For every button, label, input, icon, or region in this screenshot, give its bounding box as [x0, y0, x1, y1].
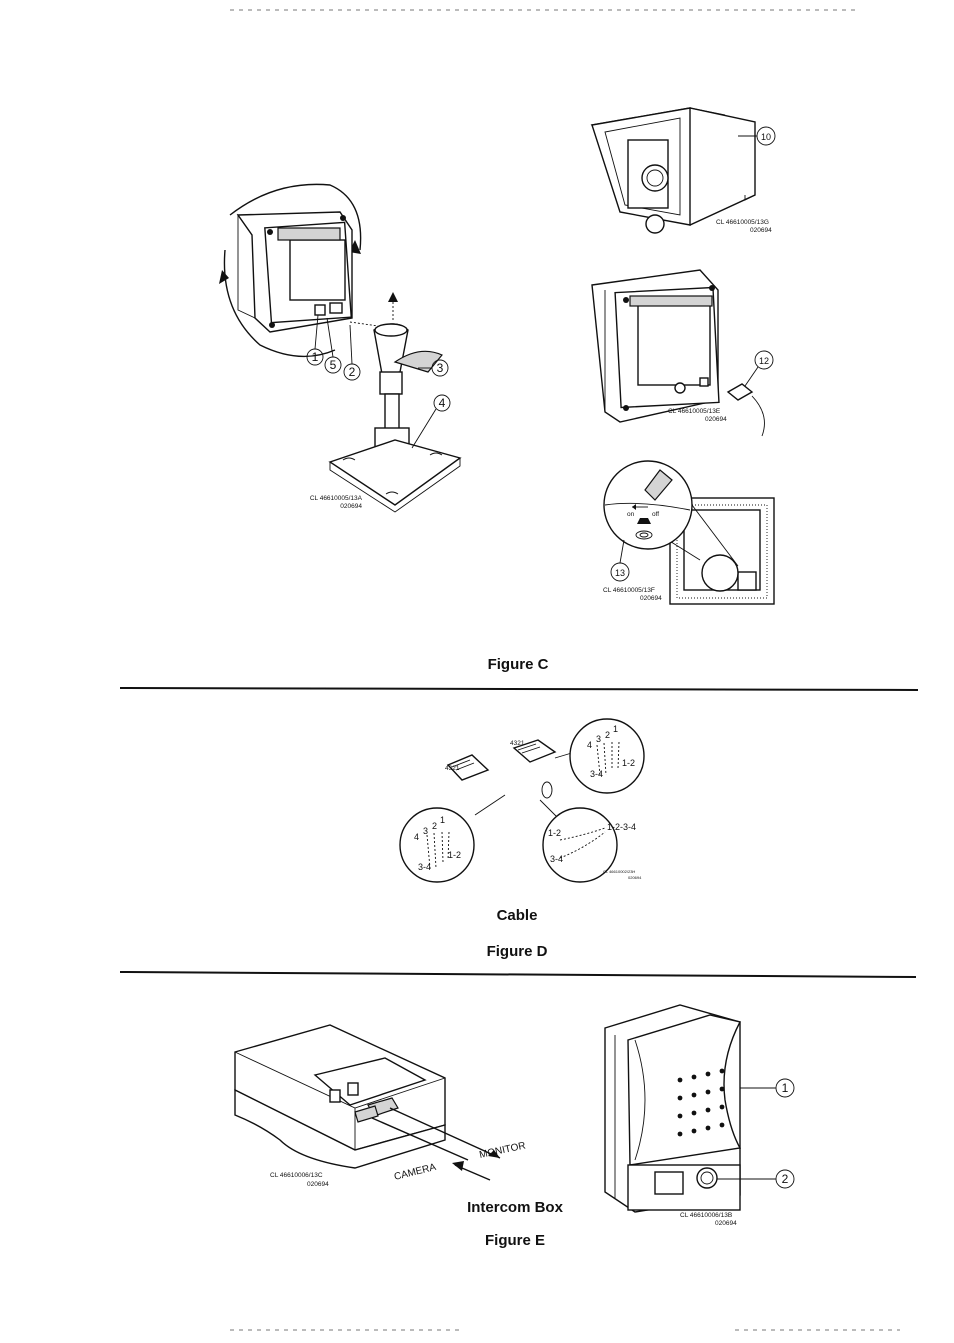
- plug-label-left: 4321: [445, 765, 460, 772]
- pin-3-right: 3: [596, 734, 601, 744]
- intercom-ref-code: CL 46610006/13B: [680, 1212, 732, 1219]
- callout-2: 2: [349, 365, 356, 379]
- section-divider-top: [119, 687, 919, 691]
- switch-ref-code: CL 46610005/13F: [603, 587, 655, 594]
- switch-detail-illustration: [603, 460, 775, 605]
- pin-4-left: 4: [414, 832, 419, 842]
- pair-34-left: 3-4: [418, 862, 431, 872]
- switch-ref-date: 020694: [640, 595, 662, 602]
- intercom-box-illustration: [234, 1024, 501, 1181]
- switch-on-label: on: [627, 511, 635, 518]
- figure-c-caption: Figure C: [488, 656, 549, 673]
- figure-e-caption: Figure E: [485, 1232, 545, 1249]
- cable-detail-left: [399, 807, 475, 883]
- cable-detail-right-top: [569, 718, 645, 794]
- pair-34-right: 3-4: [590, 769, 603, 779]
- monitor-ref-code: CL 46610005/13E: [668, 408, 721, 415]
- callout-5: 5: [330, 358, 337, 372]
- pin-1-left: 1: [440, 815, 445, 825]
- callout-13: 13: [615, 568, 625, 578]
- cable-ref-code: CL 46610002/23H: [603, 869, 635, 874]
- monitor-label: MONITOR: [478, 1140, 526, 1161]
- pin-2-right: 2: [605, 730, 610, 740]
- camera-ref-code: CL 46610005/13G: [716, 219, 769, 226]
- monitor-ref-date: 020694: [705, 416, 727, 423]
- box-ref-date: 020694: [307, 1181, 329, 1188]
- callout-4: 4: [439, 396, 446, 410]
- callout-12-ring: [754, 350, 774, 370]
- switch-off-label: off: [652, 511, 659, 518]
- plug-label-right: 4321: [510, 740, 525, 747]
- callout-12: 12: [759, 356, 769, 366]
- camera-label: CAMERA: [393, 1162, 437, 1183]
- monitor-illustration: [591, 269, 765, 437]
- cable-illustration: [446, 739, 576, 831]
- stand-ref-date: 020694: [340, 503, 362, 510]
- figure-d-caption: Figure D: [487, 943, 548, 960]
- intercom-callout-1: 1: [782, 1081, 789, 1095]
- callout-10: 10: [761, 132, 771, 142]
- intercom-subcaption: Intercom Box: [467, 1199, 564, 1216]
- stand-ref-code: CL 46610005/13A: [310, 495, 363, 502]
- intercom-ref-date: 020694: [715, 1220, 737, 1227]
- pin-3-left: 3: [423, 826, 428, 836]
- pin-2-left: 2: [432, 821, 437, 831]
- cable-detail-bottom: [542, 807, 618, 883]
- camera-stand-illustration: [219, 183, 462, 513]
- section-divider-bottom: [119, 971, 917, 978]
- pair-12-right: 1-2: [622, 758, 635, 768]
- pair-12-left: 1-2: [448, 850, 461, 860]
- pin-1-right: 1: [613, 724, 618, 734]
- camera-housing-illustration: [590, 107, 756, 234]
- cable-ref-date: 020694: [628, 875, 642, 880]
- stand-callouts: 1 5 2 3 4: [306, 314, 451, 449]
- box-ref-code: CL 46610006/13C: [270, 1172, 323, 1179]
- pair-34-bottom: 3-4: [550, 854, 563, 864]
- camera-ref-date: 020694: [750, 227, 772, 234]
- cable-subcaption: Cable: [497, 907, 538, 924]
- pair-12-bottom: 1-2: [548, 828, 561, 838]
- pin-4-right: 4: [587, 740, 592, 750]
- intercom-callout-2: 2: [782, 1172, 789, 1186]
- intercom-unit-illustration: [604, 1004, 742, 1213]
- pair-1234-bottom: 1-2-3-4: [607, 822, 636, 832]
- callout-3: 3: [437, 361, 444, 375]
- callout-1: 1: [312, 350, 319, 364]
- scan-marks: [230, 9, 900, 1331]
